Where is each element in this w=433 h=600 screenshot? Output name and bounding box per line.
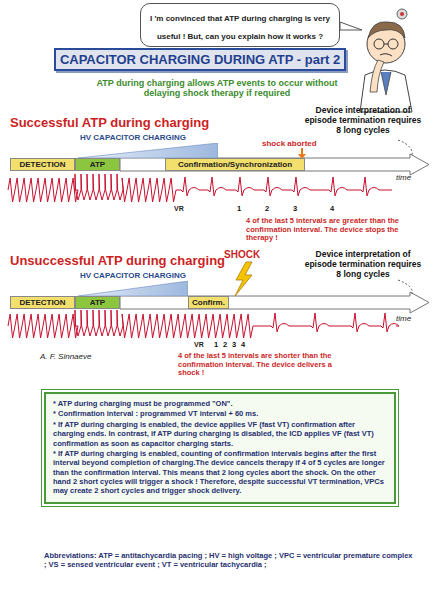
node-text: I 'm convinced that ATP during charging … — [150, 14, 330, 41]
label-text: 3 — [232, 341, 236, 350]
leader-line — [398, 280, 412, 294]
label-text: 4 of the last 5 intervals are greater th… — [246, 217, 418, 243]
label-text: 1 — [237, 205, 241, 214]
label-text: A. F. Sinnaeve — [40, 352, 91, 361]
time-arrow — [120, 154, 429, 175]
label-text: 2 — [223, 341, 227, 350]
node-text: Confirmation/Synchronization — [178, 160, 292, 169]
node-text: DETECTION — [19, 298, 65, 307]
note-item: * Confirmation interval : programmed VT … — [53, 409, 387, 418]
label-text: 3 — [293, 205, 297, 214]
title-text: CAPACITOR CHARGING DURING ATP - part 2 — [60, 52, 340, 67]
label-text: 1 — [214, 341, 218, 350]
leader-line — [398, 140, 412, 156]
timeline-band: Confirmation/Synchronization — [165, 158, 305, 171]
ecg-trace — [8, 174, 392, 202]
ramp-shape — [78, 281, 188, 296]
label-text: 4 of the last 5 intervals are shorter th… — [178, 352, 338, 378]
node-text: Confirm. — [192, 298, 225, 307]
label-text: shock aborted — [262, 139, 317, 148]
label-text: time — [396, 173, 411, 182]
node-text: ATP — [90, 160, 105, 169]
node-text: HV CAPACITOR CHARGING — [80, 271, 186, 280]
ecg-trace — [8, 310, 399, 338]
timeline-band: DETECTION — [10, 158, 75, 171]
timeline-band: Confirm. — [188, 296, 229, 309]
label-text: VR — [194, 341, 204, 349]
doctor-cartoon — [360, 9, 412, 112]
label-text: ATP during charging allows ATP events to… — [92, 78, 342, 99]
note-item: * If ATP during charging is enabled, the… — [53, 420, 387, 448]
node-text: ATP — [90, 298, 105, 307]
label-text: Device interpretation of episode termina… — [304, 250, 422, 279]
timeline-band: ATP — [75, 296, 120, 309]
label-text: Device interpretation of episode termina… — [304, 106, 422, 135]
node-text: DETECTION — [19, 160, 65, 169]
ramp-shape — [78, 143, 218, 158]
label-text: 4 — [241, 341, 245, 350]
note-box: * ATP during charging must be programmed… — [44, 392, 396, 504]
label-text: time — [396, 314, 411, 323]
label-text: Successful ATP during charging — [10, 116, 209, 131]
title-box: CAPACITOR CHARGING DURING ATP - part 2 — [54, 48, 346, 71]
charging-ramp: HV CAPACITOR CHARGING — [78, 271, 188, 296]
charging-ramp: HV CAPACITOR CHARGING — [78, 133, 218, 158]
node-text: HV CAPACITOR CHARGING — [80, 133, 186, 142]
bubble-tail — [340, 22, 362, 30]
label-text: 2 — [265, 205, 269, 214]
label-text: SHOCK — [224, 249, 260, 261]
label-text: Unsuccessful ATP during charging — [10, 254, 225, 269]
note-item: * ATP during charging must be programmed… — [53, 399, 387, 408]
shock-bolt — [235, 262, 252, 296]
note-item: * If ATP during charging is enabled, cou… — [53, 449, 387, 496]
label-text: VR — [174, 205, 184, 213]
label-text: 4 — [330, 205, 334, 214]
timeline-band: ATP — [75, 158, 120, 171]
label-text: Abbreviations: ATP = antitachycardia pac… — [44, 552, 414, 569]
timeline-band: DETECTION — [10, 296, 75, 309]
speech-bubble: I 'm convinced that ATP during charging … — [140, 3, 340, 47]
